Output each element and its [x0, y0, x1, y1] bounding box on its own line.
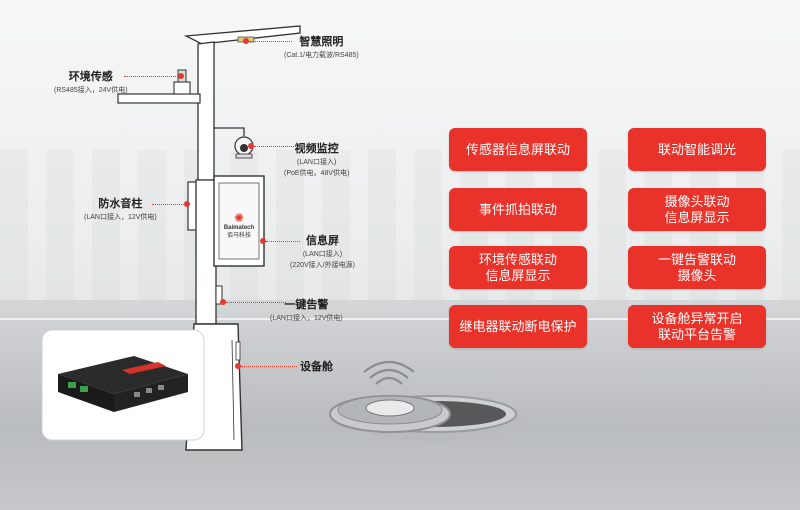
screen-dot: [260, 238, 266, 244]
feature-camera-screen-linkage: 摄像头联动 信息屏显示: [628, 188, 766, 231]
camera-bracket: [214, 127, 245, 136]
speaker-line: [152, 204, 184, 205]
edge-device-drawing: [41, 329, 205, 441]
cabin-title: 设备舱: [300, 361, 333, 373]
video-sub1: (LAN口接入): [297, 159, 337, 166]
screen-callout: 信息屏 (LAN口接入) (220V接入/外接电源): [290, 232, 355, 270]
upper-pole: [197, 41, 215, 181]
screen-sub1: (LAN口接入): [302, 251, 343, 258]
video-sub2: (PoE供电，48V供电): [284, 170, 350, 177]
env-sensor-callout: 环境传感 (RS485接入，24V供电): [54, 68, 128, 95]
feature-env-screen-linkage: 环境传感联动 信息屏显示: [449, 246, 587, 289]
video-dot: [248, 143, 254, 149]
screen-title: 信息屏: [305, 235, 339, 247]
feature-smart-dimming: 联动智能调光: [628, 128, 766, 171]
speaker-sub: (LAN口接入，12V供电): [84, 214, 157, 221]
smart-lighting-title: 智慧照明: [299, 36, 344, 48]
feature-event-capture: 事件抓拍联动: [449, 188, 587, 231]
env-sensor-title: 环境传感: [68, 71, 113, 83]
cabin-line: [241, 366, 297, 367]
sensor-arm: [117, 93, 201, 104]
video-callout: 视频监控 (LAN口接入) (PoE供电，48V供电): [284, 140, 349, 178]
screen-brand-name: Baimatech: [223, 225, 255, 231]
feature-relay-power-protection: 继电器联动断电保护: [449, 305, 587, 348]
alarm-dot: [220, 299, 226, 305]
alarm-button: [215, 285, 223, 305]
feature-sensor-screen-linkage: 传感器信息屏联动: [449, 128, 587, 171]
smart-lighting-dot: [243, 38, 249, 44]
middle-pole: [195, 179, 217, 325]
screen-brand: ✺ Baimatech 佰马科技: [220, 212, 258, 240]
feature-cabin-alarm: 设备舱异常开启 联动平台告警: [628, 305, 766, 348]
smart-lighting-line: [250, 41, 292, 42]
alarm-callout: 一键告警 (LAN口接入，12V供电): [270, 296, 343, 323]
cabin-dot: [235, 363, 241, 369]
manhole-icon: [329, 395, 522, 442]
screen-brand-cn: 佰马科技: [226, 233, 251, 239]
video-line: [254, 146, 298, 147]
speaker-title: 防水音柱: [98, 198, 143, 210]
road-line: [0, 318, 800, 320]
env-sensor-dot: [178, 73, 184, 79]
feature-alarm-camera-linkage: 一键告警联动 摄像头: [628, 246, 766, 289]
lamp-arm: [183, 25, 301, 45]
cabin-callout: 设备舱: [300, 358, 333, 374]
speaker-dot: [184, 201, 190, 207]
alarm-sub: (LAN口接入，12V供电): [270, 315, 343, 322]
alarm-title: 一键告警: [284, 299, 329, 311]
env-sensor-box: [173, 81, 191, 95]
smart-lighting-callout: 智慧照明 (Cat.1/电力载波/RS485): [284, 33, 359, 60]
env-sensor-sub: (RS485接入，24V供电): [54, 87, 128, 94]
speaker-callout: 防水音柱 (LAN口接入，12V供电): [84, 195, 157, 222]
video-title: 视频监控: [294, 143, 339, 155]
alarm-line: [226, 302, 286, 303]
screen-sub2: (220V接入/外接电源): [290, 262, 355, 269]
smart-lighting-sub: (Cat.1/电力载波/RS485): [284, 52, 359, 59]
edge-device: [38, 326, 208, 444]
info-screen-display: [218, 182, 260, 260]
camera-icon: [234, 136, 254, 159]
wifi-icon: [363, 360, 415, 385]
screen-line: [266, 241, 300, 242]
env-sensor-line: [124, 76, 178, 77]
